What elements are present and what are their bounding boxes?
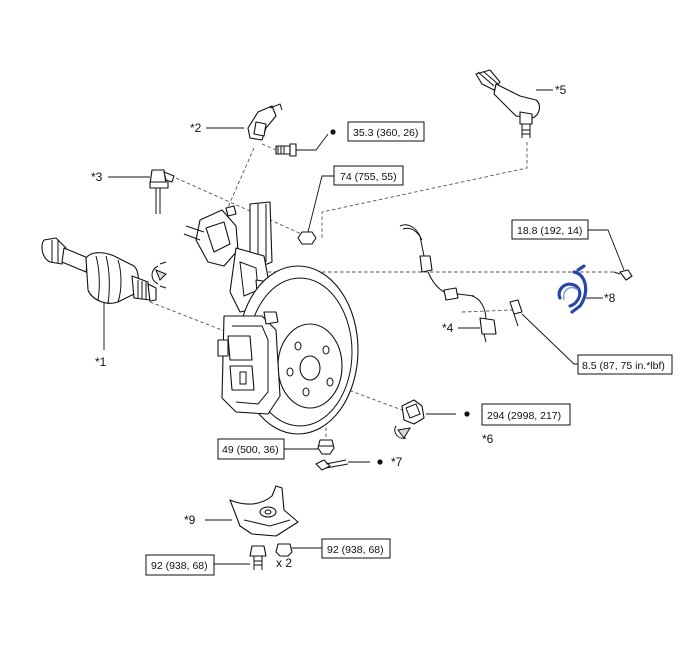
torque-8-5: 8.5 (87, 75 in.*lbf) (582, 360, 665, 372)
callout-3: *3 (91, 170, 103, 184)
knuckle-nut (297, 175, 334, 245)
marker-dot (377, 459, 383, 465)
callout-2: *2 (190, 121, 202, 135)
speed-sensor (399, 224, 578, 365)
quantity-note: x 2 (276, 556, 292, 570)
callout-9: *9 (184, 513, 196, 527)
bolt-18-8 (588, 229, 633, 281)
nut-49 (284, 439, 335, 455)
brake-caliper (217, 311, 281, 415)
torque-74: 74 (755, 55) (340, 171, 397, 183)
hose-clip (557, 264, 603, 314)
drive-shaft (41, 237, 157, 350)
cotter-pin (315, 459, 370, 471)
callout-1: *1 (95, 355, 107, 369)
tie-rod-end (475, 69, 553, 138)
axle-nut (394, 399, 456, 439)
bracket (206, 103, 297, 157)
callout-4: *4 (442, 321, 454, 335)
marker-dot (330, 129, 336, 135)
marker-dot (464, 411, 470, 417)
stabilizer-link (108, 169, 175, 214)
torque-specs: 35.3 (360, 26) 74 (755, 55) 18.8 (192, 1… (145, 121, 673, 576)
torque-18-8: 18.8 (192, 14) (517, 225, 582, 237)
torque-92-bolt: 92 (938, 68) (151, 560, 208, 572)
torque-35: 35.3 (360, 26) (353, 127, 418, 139)
callout-8: *8 (604, 291, 616, 305)
torque-49: 49 (500, 36) (222, 444, 279, 456)
torque-92-nut: 92 (938, 68) (327, 544, 384, 556)
torque-294: 294 (2998, 217) (487, 410, 561, 422)
lower-arm (205, 485, 322, 570)
callout-5: *5 (555, 83, 567, 97)
callout-6: *6 (482, 432, 494, 446)
callout-7: *7 (391, 455, 403, 469)
rotate-direction-icon (151, 261, 167, 289)
callouts: *1 *2 *3 *4 *5 *6 *7 *8 *9 (91, 83, 616, 527)
